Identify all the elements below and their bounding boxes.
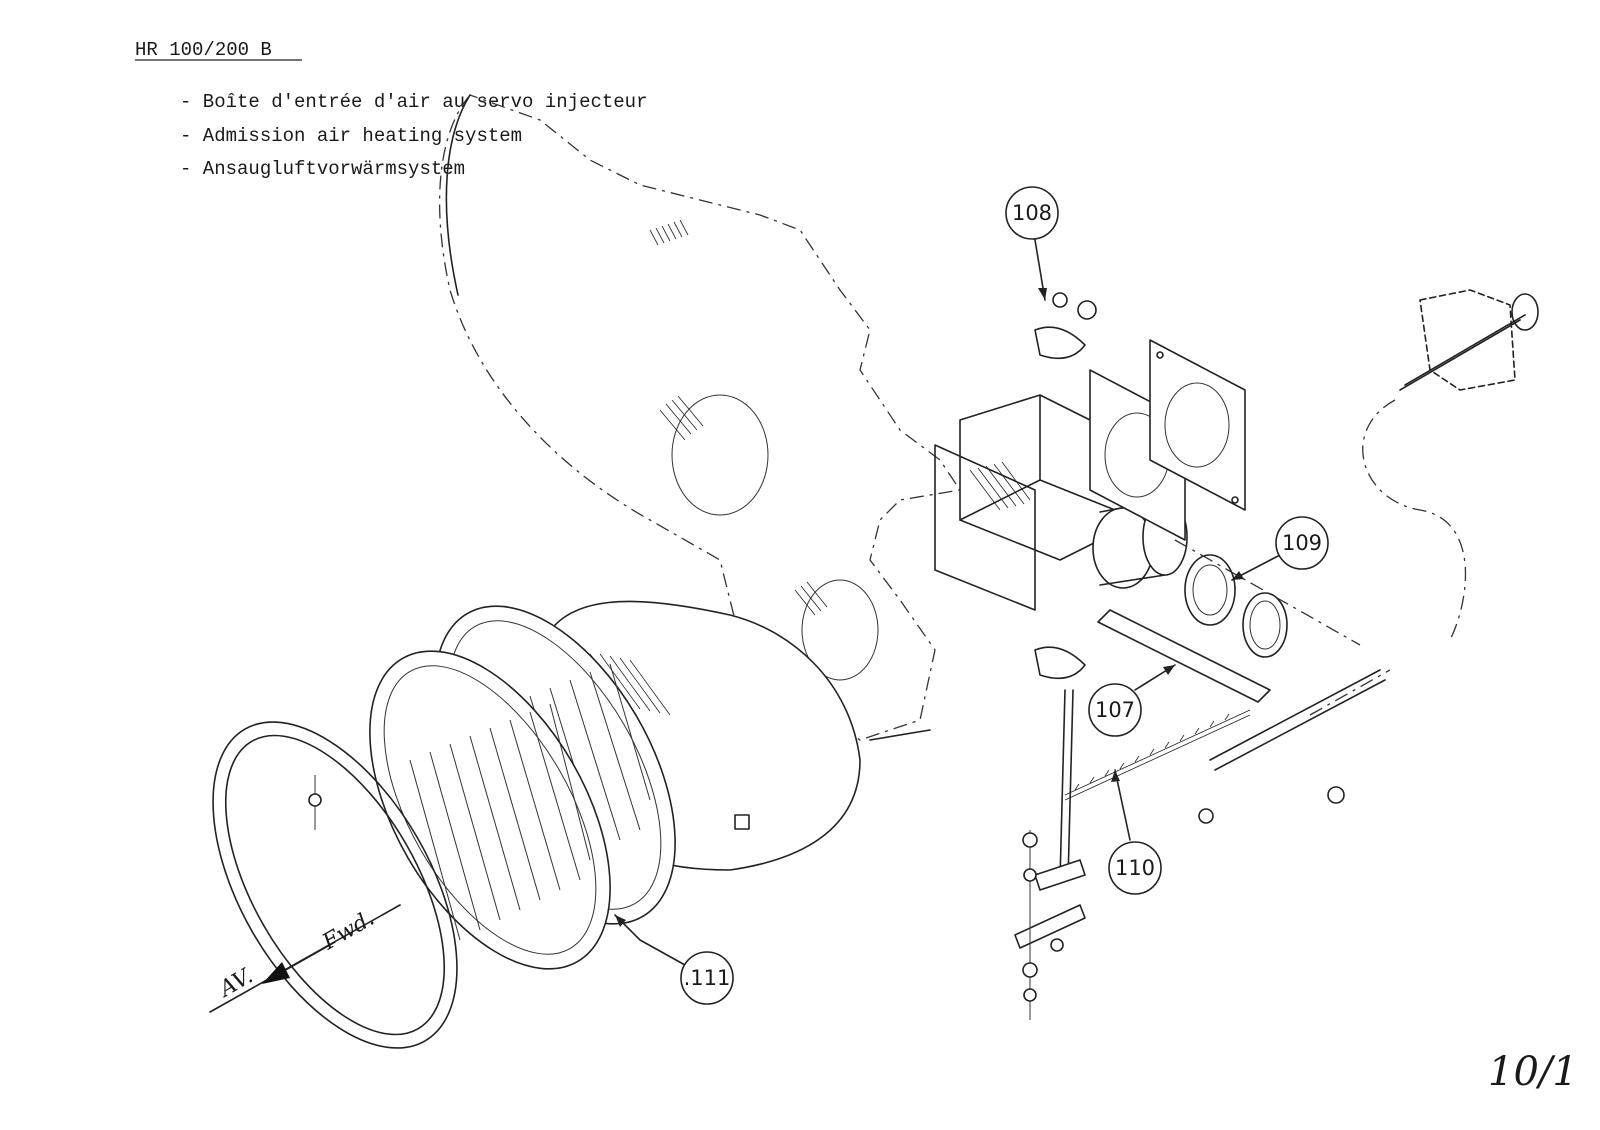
- page-number: 10/1: [1488, 1049, 1578, 1095]
- arrow-head-icon: [262, 962, 290, 984]
- flap-plate: [1014, 326, 1271, 1020]
- callout-109: 109: [1231, 516, 1329, 581]
- filter-screen: [1174, 539, 1361, 658]
- gasket-plates: [1089, 339, 1246, 541]
- direction-arrow: AV. Fwd.: [209, 904, 401, 1013]
- model-title: HR 100/200 B: [135, 39, 272, 61]
- control-cable: [1052, 289, 1539, 824]
- louvred-grille: [369, 605, 676, 970]
- callout-111: .111: [614, 914, 734, 1005]
- trim-ring: [212, 721, 458, 1049]
- direction-label-english: Fwd.: [318, 906, 379, 956]
- direction-label-french: AV.: [214, 964, 258, 1004]
- callout-107: 107: [1088, 664, 1176, 737]
- title-english: - Admission air heating system: [180, 125, 522, 147]
- header: HR 100/200 B - Boîte d'entrée d'air au s…: [135, 39, 647, 180]
- callout-110: 110: [1108, 769, 1162, 895]
- title-french: - Boîte d'entrée d'air au servo injecteu…: [180, 91, 647, 113]
- svg-text:109: 109: [1282, 531, 1322, 555]
- title-german: - Ansaugluftvorwärmsystem: [180, 158, 465, 180]
- callout-108: 108: [1005, 186, 1059, 301]
- svg-text:107: 107: [1095, 698, 1135, 722]
- baffle-plate: [438, 94, 962, 741]
- svg-text:.111: .111: [684, 966, 731, 990]
- svg-text:110: 110: [1115, 856, 1155, 880]
- svg-text:108: 108: [1012, 201, 1052, 225]
